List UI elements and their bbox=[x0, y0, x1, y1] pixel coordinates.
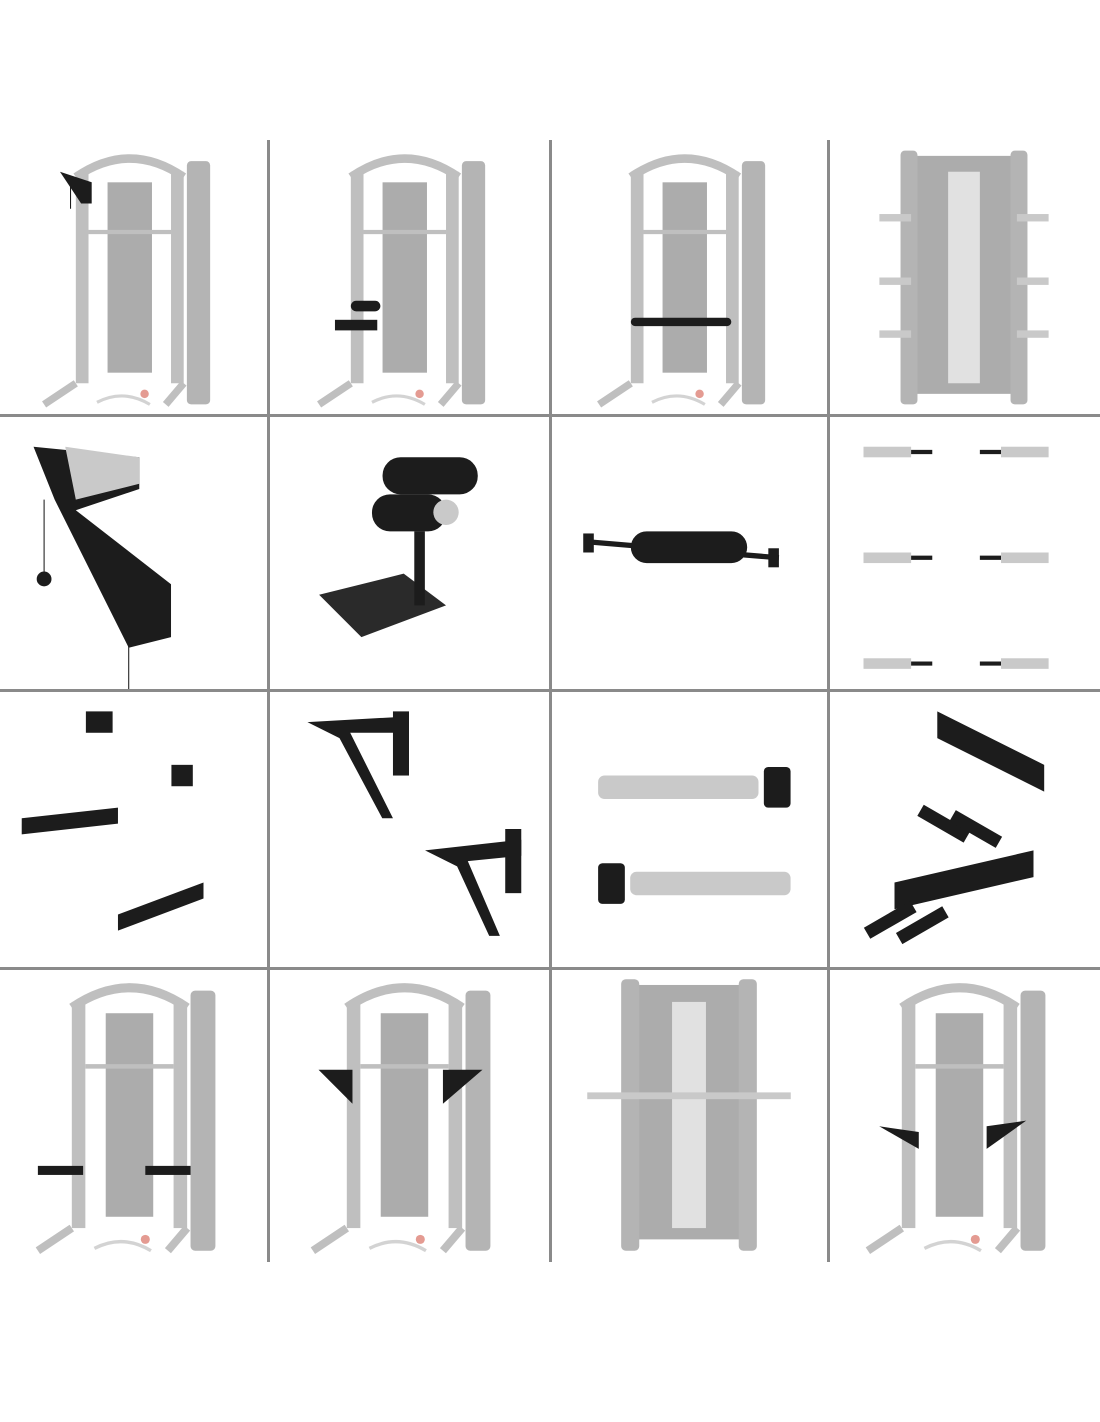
product-tile bbox=[268, 140, 550, 415]
product-tile bbox=[550, 415, 828, 690]
product-tile bbox=[0, 140, 268, 415]
machine-with-spotter-arms-icon bbox=[35, 983, 216, 1254]
product-tile bbox=[828, 140, 1100, 415]
product-tile bbox=[828, 968, 1100, 1262]
product-tile bbox=[828, 415, 1100, 690]
storage-pegs-set-icon bbox=[863, 446, 1049, 669]
machine-with-pulley-arm-icon bbox=[42, 154, 211, 408]
machine-with-dip-handles-icon bbox=[310, 983, 491, 1254]
machine-with-roller-bar-icon bbox=[597, 154, 766, 408]
machine-with-band-pegs-icon bbox=[865, 983, 1046, 1254]
band-peg-brackets-icon bbox=[863, 711, 1045, 945]
divider bbox=[267, 140, 270, 1262]
machine-with-leg-seat-icon bbox=[317, 154, 486, 408]
landmine-sleeves-icon bbox=[598, 766, 791, 904]
divider bbox=[0, 689, 1100, 692]
product-tile bbox=[0, 415, 268, 690]
product-tile bbox=[268, 415, 550, 690]
divider bbox=[549, 140, 552, 1262]
product-tile bbox=[828, 690, 1100, 968]
divider bbox=[0, 414, 1100, 417]
divider bbox=[0, 967, 1100, 970]
product-tile bbox=[0, 968, 268, 1262]
product-tile bbox=[0, 690, 268, 968]
machine-front-with-sleeves-icon bbox=[587, 979, 791, 1251]
dip-handles-attachment-icon bbox=[307, 711, 522, 936]
machine-front-with-storage-pegs-icon bbox=[879, 150, 1049, 405]
divider bbox=[827, 140, 830, 1262]
product-tile bbox=[268, 968, 550, 1262]
pulley-arm-attachment-icon bbox=[33, 446, 172, 690]
product-tile bbox=[550, 690, 828, 968]
product-tile bbox=[550, 140, 828, 415]
product-tile bbox=[550, 968, 828, 1262]
product-tile bbox=[268, 690, 550, 968]
safety-spotter-arms-icon bbox=[21, 711, 204, 931]
roller-bar-attachment-icon bbox=[583, 531, 780, 568]
leg-seat-attachment-icon bbox=[319, 457, 478, 638]
product-image-grid bbox=[0, 140, 1100, 1262]
